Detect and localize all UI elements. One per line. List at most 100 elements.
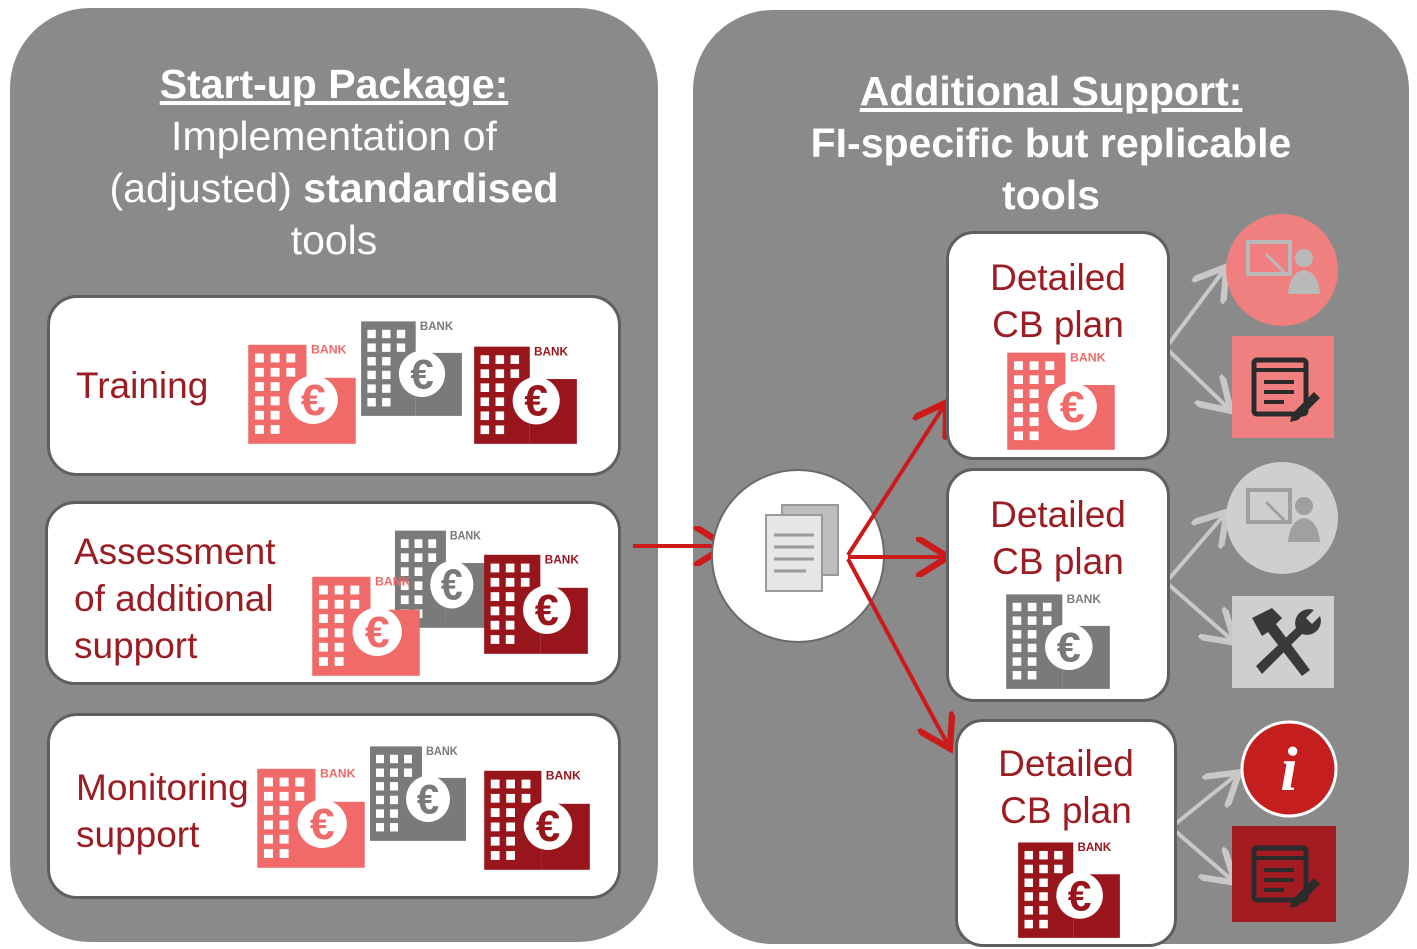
bank-sign-text: BANK [311, 343, 347, 357]
startup-package-panel: Start-up Package: Implementation of (adj… [10, 8, 658, 942]
cb-plan-line1: Detailed [990, 494, 1126, 535]
startup-package-subtitle-line1: Implementation of [171, 113, 497, 159]
bank-building-graphic: BANK € [248, 343, 356, 444]
bank-building-graphic: BANK € [394, 530, 490, 628]
bank-icon: BANK€ [310, 568, 422, 678]
startup-package-heading: Start-up Package: Implementation of (adj… [20, 58, 648, 266]
bank-sign-text: BANK [1067, 593, 1102, 606]
euro-symbol: € [1068, 872, 1092, 919]
bank-icon: BANK € [482, 546, 590, 656]
bank-icon: BANK € [368, 738, 468, 843]
euro-symbol: € [301, 377, 326, 426]
assessment-label: Assessment of additional support [74, 528, 276, 669]
cb-plan-line2: CB plan [992, 541, 1124, 582]
euro-symbol: € [1057, 624, 1081, 671]
additional-support-heading: Additional Support: FI-specific but repl… [703, 65, 1399, 221]
gray-arrow [1166, 582, 1232, 640]
gray-arrow [1166, 515, 1224, 582]
checklist-edit-icon [1232, 826, 1336, 927]
bank-sign-text: BANK [426, 746, 459, 758]
bank-icon: BANK € [359, 313, 464, 418]
gray-arrow [1172, 828, 1232, 880]
bank-building-graphic: BANK € [1006, 593, 1110, 689]
training-box: Training BANK € BANK € BANK € [47, 295, 621, 476]
cb-plan-box-1: Detailed CB plan BANK € [946, 231, 1170, 460]
startup-package-subtitle-line3: tools [290, 217, 378, 263]
bank-building-graphic: BANK € [1018, 841, 1120, 938]
presentation-icon [1226, 462, 1338, 579]
bank-icon: BANK € [255, 760, 367, 870]
bank-icon: BANK € [1005, 344, 1117, 452]
bank-building-graphic: BANK € [257, 767, 365, 868]
cb-plan-line1: Detailed [990, 257, 1126, 298]
bank-sign-text: BANK [1070, 350, 1106, 364]
bank-building-graphic: BANK € [361, 321, 462, 416]
gray-arrow [1172, 775, 1236, 827]
bank-icon: BANK € [393, 522, 491, 630]
assessment-label-line1: Assessment [74, 531, 276, 572]
branch-arrow-top [846, 406, 944, 557]
bank-icon: BANK € [1016, 834, 1122, 940]
gray-arrow [1166, 270, 1224, 347]
euro-symbol: € [1060, 383, 1085, 431]
bank-sign-text: BANK [450, 530, 482, 543]
bank-building-graphic: BANK € [474, 344, 577, 444]
additional-support-subtitle-line2: tools [1002, 172, 1100, 218]
cb-plan-label: Detailed CB plan [949, 491, 1167, 585]
cb-plan-label: Detailed CB plan [949, 254, 1167, 348]
bank-building-graphic: BANK € [484, 769, 590, 870]
presentation-icon [1226, 214, 1338, 331]
training-label-line1: Training [76, 365, 209, 406]
cb-plan-line2: CB plan [992, 304, 1124, 345]
euro-symbol: € [417, 776, 439, 823]
bank-icon: BANK € [246, 336, 358, 446]
gray-arrow [1166, 348, 1228, 408]
bank-sign-text: BANK [545, 552, 580, 566]
cb-plan-label: Detailed CB plan [958, 740, 1174, 834]
monitoring-label: Monitoring support [76, 764, 249, 858]
startup-package-subtitle-line2: (adjusted) standardised [20, 162, 648, 214]
info-letter: i [1280, 736, 1297, 804]
euro-symbol: € [535, 587, 559, 635]
bank-sign-text: BANK [1077, 841, 1111, 854]
euro-symbol: € [310, 801, 335, 850]
euro-symbol: € [410, 351, 433, 398]
bank-building-graphic: BANK€ [312, 575, 420, 676]
assessment-label-line3: support [74, 625, 198, 666]
bank-building-graphic: BANK € [484, 552, 588, 654]
additional-support-subtitle-line1: FI-specific but replicable [810, 120, 1292, 166]
bank-icon: BANK € [1004, 586, 1112, 691]
monitoring-label-line2: support [76, 814, 200, 855]
euro-symbol: € [441, 561, 463, 609]
training-label: Training [76, 362, 208, 409]
bank-sign-text: BANK [546, 769, 581, 783]
bank-icon: BANK € [482, 762, 592, 872]
documents-icon [765, 504, 839, 592]
euro-symbol: € [365, 609, 390, 658]
monitoring-box: Monitoring support BANK € BANK € BANK € [47, 713, 621, 899]
cb-plan-line1: Detailed [998, 743, 1134, 784]
subtitle-bold: standardised [303, 165, 559, 211]
euro-symbol: € [524, 378, 548, 426]
checklist-edit-icon [1232, 336, 1334, 443]
cb-plan-box-3: Detailed CB plan BANK € [955, 719, 1177, 947]
euro-symbol: € [536, 802, 560, 851]
bank-building-graphic: BANK € [1007, 350, 1115, 450]
bank-building-graphic: BANK € [370, 746, 466, 841]
assessment-box: Assessment of additional support BANK € B… [45, 501, 621, 685]
bank-icon: BANK € [472, 338, 579, 446]
monitoring-label-line1: Monitoring [76, 767, 249, 808]
assessment-label-line2: of additional [74, 578, 274, 619]
cb-plan-box-2: Detailed CB plan BANK € [946, 468, 1170, 702]
cb-plan-line2: CB plan [1000, 790, 1132, 831]
subtitle-plain: (adjusted) [109, 165, 304, 211]
bank-sign-text: BANK [320, 767, 356, 781]
tools-icon [1232, 596, 1334, 693]
startup-package-title: Start-up Package: [159, 61, 509, 107]
info-icon: i [1240, 720, 1338, 823]
branch-arrow-bottom [846, 558, 948, 745]
bank-sign-text: BANK [534, 344, 568, 358]
bank-sign-text: BANK [420, 321, 454, 333]
additional-support-title: Additional Support: [859, 68, 1243, 114]
